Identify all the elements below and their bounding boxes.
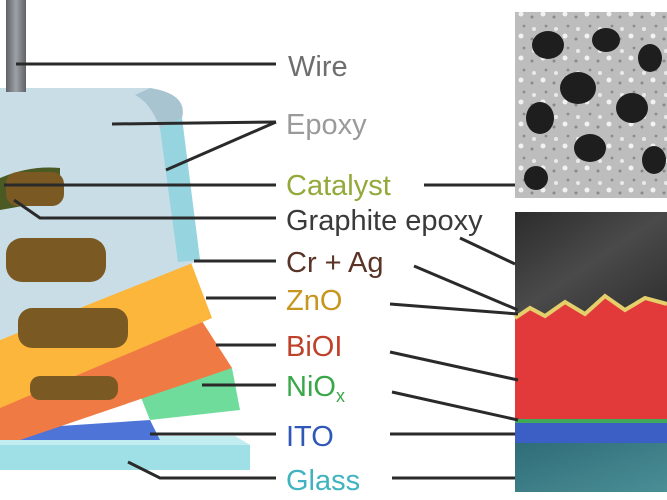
nio-label-main: NiO bbox=[286, 371, 336, 403]
ito-layer bbox=[0, 420, 160, 440]
epoxy-leader-b bbox=[165, 120, 277, 172]
bioi-label: BiOI bbox=[286, 331, 342, 363]
sem-top-image bbox=[515, 12, 667, 198]
zno-sem-leader bbox=[389, 302, 519, 316]
nio-layer bbox=[140, 368, 240, 420]
bioi-layer bbox=[0, 318, 232, 440]
wire-label: Wire bbox=[288, 51, 348, 83]
nio-sem-leader bbox=[391, 390, 519, 422]
sem-bottom-image bbox=[513, 212, 667, 492]
nio-label-subscript: x bbox=[336, 386, 345, 406]
zno-label: ZnO bbox=[286, 285, 342, 317]
glass-label: Glass bbox=[286, 465, 360, 497]
nio-label: NiOx bbox=[286, 371, 345, 406]
bioi-sem-leader bbox=[389, 350, 519, 382]
graphite-epoxy-label: Graphite epoxy bbox=[286, 205, 483, 237]
glass-leader bbox=[127, 460, 276, 480]
ito-label: ITO bbox=[286, 421, 334, 453]
cr-ag-sem-leader bbox=[413, 264, 519, 312]
cr-ag-electrodes bbox=[6, 172, 128, 400]
leader-lines bbox=[4, 62, 519, 480]
glass-layer bbox=[0, 436, 250, 470]
epoxy-leader-a bbox=[111, 120, 277, 126]
epoxy-label: Epoxy bbox=[286, 109, 367, 141]
graphite-leader bbox=[13, 198, 276, 220]
graphite-sem-leader bbox=[459, 236, 516, 266]
wire-icon bbox=[6, 0, 26, 92]
device-illustration bbox=[0, 0, 250, 470]
cr-ag-label: Cr + Ag bbox=[286, 247, 384, 279]
catalyst-label: Catalyst bbox=[286, 170, 391, 202]
